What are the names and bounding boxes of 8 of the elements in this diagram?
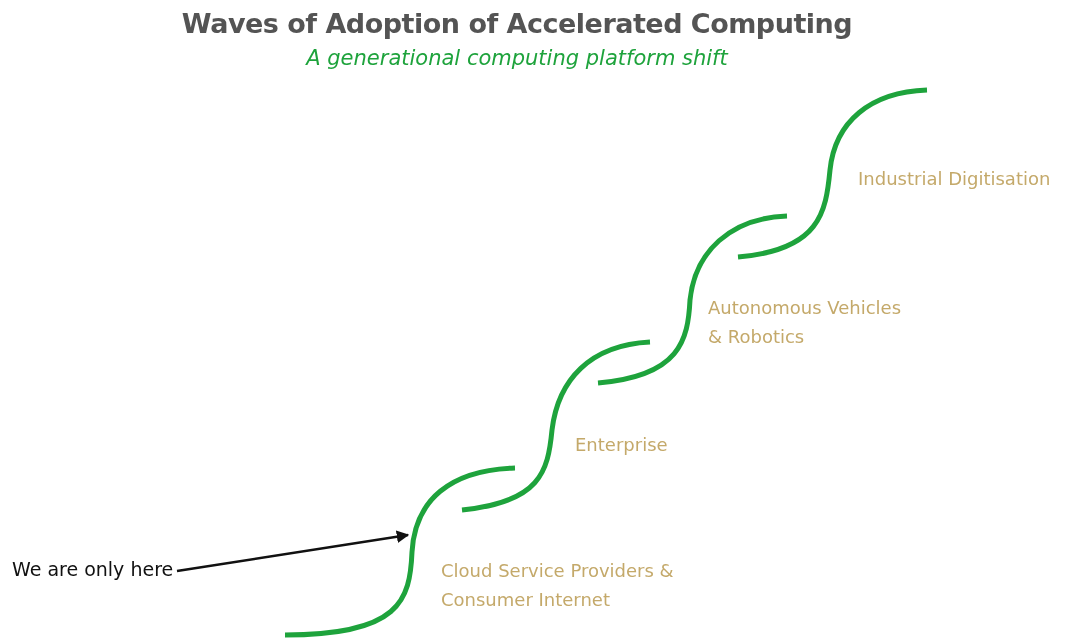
wave-label: Cloud Service Providers & Consumer Internet (441, 559, 675, 612)
wave-label: Industrial Digitisation (858, 167, 1052, 191)
annotation-text: We are only here (12, 558, 174, 580)
title: Waves of Adoption of Accelerated Computing (180, 8, 854, 39)
subtitle: A generational computing platform shift (304, 46, 730, 70)
arrow (176, 530, 410, 573)
wave-label: Enterprise (575, 433, 669, 457)
wave-label: Autonomous Vehicles & Robotics (708, 296, 903, 349)
